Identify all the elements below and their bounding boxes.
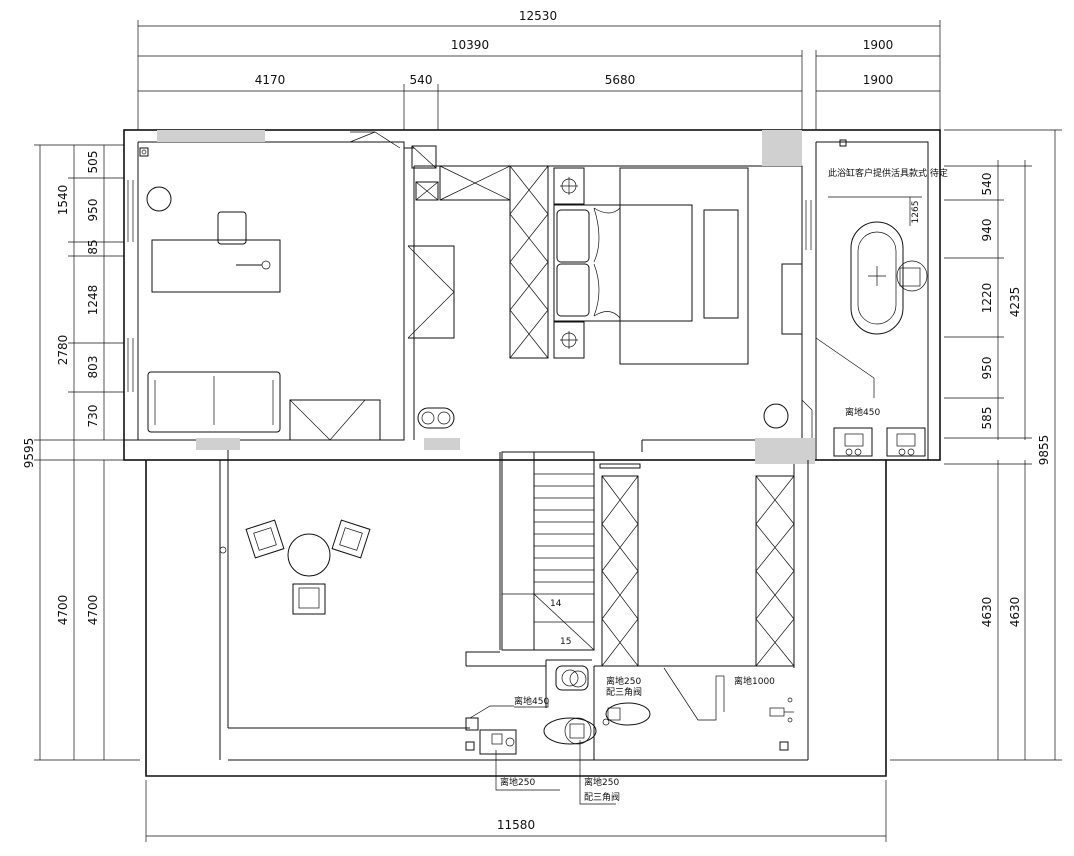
note-h450-laundry: 离地450 (514, 695, 549, 707)
dim-top-bedroom: 5680 (605, 73, 636, 87)
dim-top-total: 12530 (519, 9, 557, 23)
round-table (287, 533, 331, 577)
dim-left-730: 730 (86, 405, 100, 428)
dresser (781, 263, 803, 335)
nightstand-top (553, 167, 585, 205)
dim-bottom-total: 11580 (497, 818, 535, 832)
dim-right-940: 940 (980, 219, 994, 242)
dim-left-505: 505 (86, 151, 100, 174)
lamp-icon (763, 403, 789, 429)
note-triangle-valve-a: 配三角阀 (606, 686, 642, 698)
dim-left-1248: 1248 (86, 285, 100, 316)
lower-walls (145, 450, 887, 777)
dim-left-85: 85 (86, 239, 100, 254)
lower-bathrooms: 离地450 离地250 离地250 配三角阀 离地250 配三角阀 离地1000 (465, 651, 794, 805)
master-bath: 此浴缸客户提供活具款式 待定 1265 离地450 (828, 139, 948, 457)
lower-cabinets (593, 463, 795, 760)
rug (619, 167, 749, 365)
chair-right (331, 519, 371, 559)
tub-faucet-icon (896, 260, 928, 292)
dim-right-4630-a: 4630 (980, 597, 994, 628)
dim-right-585: 585 (980, 407, 994, 430)
stair-step-15: 15 (560, 637, 571, 647)
cabinet-study (289, 399, 381, 440)
dim-left-4700-b: 4700 (86, 595, 100, 626)
cabinet-lower-left (601, 475, 639, 667)
staircase: 14 15 (501, 451, 595, 651)
left-dimensions: 9595 1540 505 950 85 2780 1248 803 730 4… (22, 144, 140, 761)
toilet-lower-2 (605, 702, 651, 726)
dim-left-study-top: 1540 (56, 185, 70, 216)
note-tub-height: 1265 (911, 201, 921, 224)
toilet-bedroom-icon (417, 407, 455, 429)
note-h250-basin: 离地250 (500, 776, 535, 788)
plant-icon (146, 186, 172, 212)
dim-left-950: 950 (86, 199, 100, 222)
floor-drain-icon (139, 147, 149, 157)
right-dimensions: 540 940 1220 950 585 4235 9855 4630 4630 (890, 129, 1062, 761)
note-h450-bath: 离地450 (845, 406, 880, 418)
wardrobe-left (408, 245, 455, 339)
bathtub (850, 221, 904, 335)
toilet-lower-1 (555, 665, 589, 691)
dim-left-total: 9595 (22, 438, 36, 469)
dim-left-803: 803 (86, 356, 100, 379)
nightstand-bottom (553, 321, 585, 359)
shower-icon (769, 707, 785, 717)
note-h1000: 离地1000 (734, 675, 775, 687)
dim-right-1220: 1220 (980, 283, 994, 314)
desk (151, 239, 281, 293)
dim-right-total: 9855 (1037, 435, 1051, 466)
dim-top-main: 10390 (451, 38, 489, 52)
chair-bottom (292, 583, 326, 615)
top-dimensions: 12530 10390 1900 1900 4170 540 5680 (137, 9, 941, 130)
master-bedroom (407, 145, 875, 438)
dim-right-4630-b: 4630 (1008, 597, 1022, 628)
cabinet-lower-right (755, 475, 795, 667)
desk-lamp-icon (261, 260, 271, 270)
dim-top-study: 4170 (255, 73, 286, 87)
basin-right (886, 427, 926, 457)
pillow-bottom (556, 263, 590, 317)
sofa (147, 371, 281, 433)
lounge-furniture (245, 519, 371, 615)
structural-columns (157, 130, 815, 464)
bench (703, 209, 739, 319)
dim-left-4700-a: 4700 (56, 595, 70, 626)
bottom-dimension: 11580 (145, 780, 887, 842)
upper-walls (123, 129, 941, 461)
stair-step-14: 14 (550, 599, 562, 609)
pillow-top (556, 209, 590, 263)
basin-left (833, 427, 873, 457)
dim-left-2780: 2780 (56, 335, 70, 366)
note-client-bathtub: 此浴缸客户提供活具款式 待定 (828, 167, 948, 179)
basin-oval (543, 717, 597, 745)
note-triangle-valve-b: 配三角阀 (584, 791, 620, 803)
bed (553, 204, 693, 322)
dim-top-bath-1: 1900 (863, 38, 894, 52)
windows (127, 180, 812, 392)
laundry-sink (479, 729, 517, 755)
dim-right-4235: 4235 (1008, 287, 1022, 318)
desk-chair (217, 211, 247, 245)
chair-left (245, 519, 285, 559)
dim-right-540: 540 (980, 173, 994, 196)
note-h250-toilet2: 离地250 (584, 776, 619, 788)
study-room (139, 131, 401, 441)
dim-top-bath-2: 1900 (863, 73, 894, 87)
note-h250-toilet: 离地250 (606, 675, 641, 687)
floor-drain-lower-icon (779, 741, 789, 751)
tv-cabinet (509, 165, 549, 359)
dim-top-wall: 540 (410, 73, 433, 87)
dim-right-950: 950 (980, 357, 994, 380)
